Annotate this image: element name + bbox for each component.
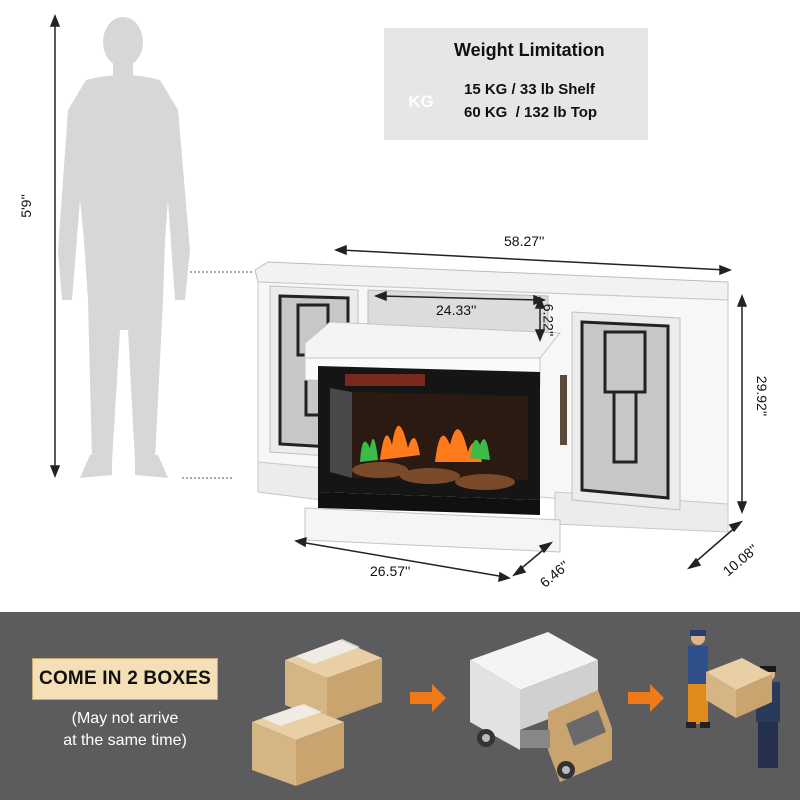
- two-boxes-badge: COME IN 2 BOXES: [32, 658, 218, 700]
- shipping-note-line2: at the same time): [63, 732, 187, 749]
- person-height-dimension: [49, 13, 61, 479]
- weight-title: Weight Limitation: [454, 40, 605, 60]
- arrow-right-icon: [628, 684, 664, 712]
- base-width-label: 26.57'': [370, 563, 411, 579]
- arrow-right-icon: [410, 684, 446, 712]
- delivery-workers-icon: [686, 630, 780, 768]
- width-label: 58.27'': [504, 233, 545, 249]
- inner-height-label: 6.22'': [540, 303, 557, 337]
- box-icon: [252, 704, 344, 786]
- top-weight-limit: 60 KG / 132 lb Top: [464, 104, 598, 121]
- height-label: 29.92'': [754, 375, 771, 417]
- shipping-panel: [0, 612, 800, 800]
- box-icon: [285, 639, 382, 722]
- shipping-note: (May not arrive at the same time): [30, 708, 220, 752]
- shelf-weight-limit: 15 KG / 33 lb Shelf: [464, 81, 595, 98]
- weight-limitation-panel: Weight Limitation 15 KG / 33 lb Shelf 60…: [384, 28, 648, 140]
- person-height-label: 5'9'': [17, 194, 34, 218]
- fireplace-insert: [304, 321, 562, 553]
- inner-width-label: 24.33'': [436, 302, 477, 318]
- dimension-lines: [294, 244, 748, 583]
- shipping-note-line1: (May not arrive: [71, 710, 179, 727]
- person-silhouette-icon: [58, 17, 190, 478]
- kg-icon-label: KG: [408, 92, 434, 111]
- delivery-truck-icon: [470, 632, 612, 782]
